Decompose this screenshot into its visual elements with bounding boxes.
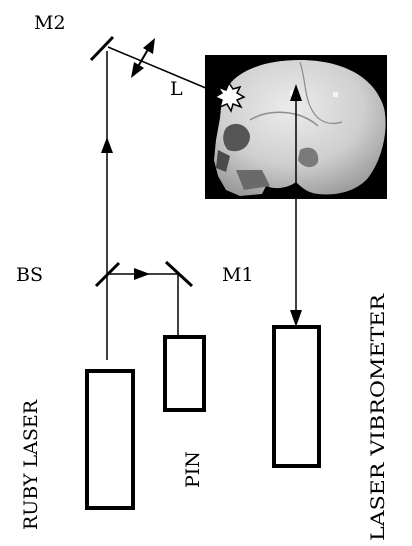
starburst-icon xyxy=(215,83,244,111)
lens-arrowhead-down xyxy=(131,62,144,78)
beam-m2-to-skull xyxy=(108,47,220,94)
lens-arrowhead-up xyxy=(143,38,155,54)
vibrometer-arrowhead-down xyxy=(290,310,302,327)
label-laser-vibrometer: LASER VIBROMETER xyxy=(367,293,389,541)
pin-box xyxy=(165,337,204,410)
beam-arrowhead-up xyxy=(101,137,113,153)
label-bs: BS xyxy=(16,264,43,286)
laser-vibrometer-box xyxy=(274,327,319,466)
label-pin: PIN xyxy=(182,451,204,488)
white-marker xyxy=(333,92,338,97)
beam-arrowhead-right xyxy=(134,268,150,280)
label-m1: M1 xyxy=(222,264,254,286)
label-l: L xyxy=(170,78,183,100)
ruby-laser-box xyxy=(87,371,133,508)
label-m2: M2 xyxy=(34,12,66,34)
label-ruby-laser: RUBY LASER xyxy=(20,399,42,530)
